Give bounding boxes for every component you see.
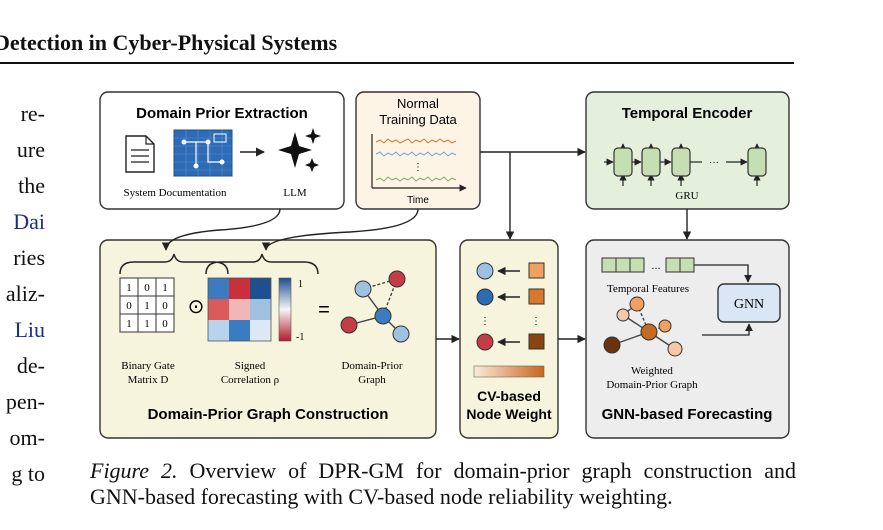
gru-chain: ···	[604, 143, 767, 186]
matrix-cell-value: 1	[162, 282, 168, 294]
left-column-fragment: de-	[16, 353, 45, 378]
node-weight-panel: ⋮ ⋮ CV-based Node Weight	[459, 239, 559, 439]
matrix-cell	[155, 313, 175, 333]
gnn-box	[717, 283, 781, 323]
series-line-green	[375, 176, 457, 182]
matrix-cell-value: 1	[126, 282, 132, 294]
binary-gate-label-2: Matrix D	[128, 374, 169, 386]
matrix-cell-value: 0	[144, 282, 150, 294]
flow-arrows	[161, 147, 692, 344]
gnn-forecasting-panel: ... Temporal Features GNN Weighted Domai…	[585, 239, 790, 439]
matrix-cell-value: 1	[144, 318, 150, 330]
signed-correlation-label-1: Signed	[235, 360, 266, 372]
normal-training-data-panel: Normal Training Data ⋮ Time	[355, 91, 481, 210]
colorbar-max-label: 1	[298, 279, 303, 290]
series-line-blue	[375, 151, 457, 157]
llm-label: LLM	[283, 187, 306, 199]
binary-gate-label-1: Binary Gate	[121, 360, 175, 372]
domain-prior-graph-label-2: Graph	[358, 374, 386, 386]
signed-correlation-label-2: Correlation ρ	[221, 374, 280, 386]
gru-ellipsis: ···	[709, 157, 719, 168]
colorbar-min-label: -1	[296, 332, 304, 343]
matrix-cell-value: 1	[144, 300, 150, 312]
gru-label: GRU	[675, 190, 698, 202]
domain-prior-graph	[340, 270, 410, 343]
figure-caption: Figure 2. Overview of DPR-GM for domain-…	[90, 458, 796, 510]
left-column-fragment: the	[18, 173, 45, 198]
temporal-encoder-panel: Temporal Encoder ··· GRU	[585, 91, 790, 210]
series-ellipsis: ⋮	[413, 162, 423, 173]
normal-title-line2: Training Data	[379, 112, 457, 127]
node-weight-title-2: Node Weight	[466, 406, 552, 422]
left-column-fragment: om-	[9, 425, 45, 450]
left-column-fragment: g to	[11, 461, 45, 486]
series-line-orange	[375, 138, 457, 144]
matrix-cell-value: 1	[126, 318, 132, 330]
colorbar	[278, 277, 292, 342]
left-column-fragment: Dai	[13, 209, 45, 234]
correlation-brace	[205, 253, 319, 275]
blueprint-icon	[173, 129, 233, 177]
document-icon	[125, 135, 155, 173]
caption-label: Figure 2.	[90, 458, 178, 483]
sparkle-icon	[278, 128, 321, 172]
correlation-heatmap	[207, 277, 272, 342]
temporal-encoder-title: Temporal Encoder	[622, 105, 753, 122]
domain-prior-graph-label-1: Domain-Prior	[341, 360, 402, 372]
system-documentation-label: System Documentation	[124, 187, 227, 199]
left-column-fragment: Liu	[14, 317, 45, 342]
normal-title-line1: Normal	[397, 96, 439, 111]
time-axis-label: Time	[407, 195, 429, 206]
left-column-fragment: ries	[13, 245, 45, 270]
cv-gradient-bar	[473, 365, 545, 378]
caption-text: Overview of DPR-GM for domain-prior grap…	[90, 458, 796, 509]
features-ellipsis: ...	[651, 260, 660, 272]
matrix-cell-value: 0	[162, 318, 168, 330]
temporal-features-label: Temporal Features	[607, 283, 689, 295]
graph-construction-title: Domain-Prior Graph Construction	[148, 406, 389, 423]
weighted-graph-label-2: Domain-Prior Graph	[606, 379, 698, 391]
gnn-label: GNN	[734, 297, 764, 312]
hadamard-symbol: ⊙	[188, 296, 205, 318]
matrix-cell-value: 0	[162, 300, 168, 312]
node-weight-title-1: CV-based	[477, 388, 541, 404]
node-ellipsis-left: ⋮	[480, 316, 490, 327]
weighted-graph-label-1: Weighted	[631, 365, 673, 377]
left-column-fragment: pen-	[5, 389, 45, 414]
figure-2: Domain Prior Extraction	[99, 91, 790, 439]
left-column-fragment: ure	[16, 137, 45, 162]
header-rule	[0, 62, 794, 64]
running-head: Detection in Cyber-Physical Systems	[0, 30, 338, 55]
node-ellipsis-right: ⋮	[531, 316, 541, 327]
weighted-graph	[603, 296, 683, 357]
left-column-fragment: aliz-	[5, 281, 45, 306]
left-column-fragment: re-	[20, 101, 45, 126]
gnn-forecasting-title: GNN-based Forecasting	[602, 406, 773, 423]
domain-prior-extraction-panel: Domain Prior Extraction	[99, 91, 345, 210]
matrix-cell-value: 0	[126, 300, 132, 312]
domain-prior-title: Domain Prior Extraction	[136, 105, 308, 122]
equals-symbol: =	[318, 299, 330, 321]
